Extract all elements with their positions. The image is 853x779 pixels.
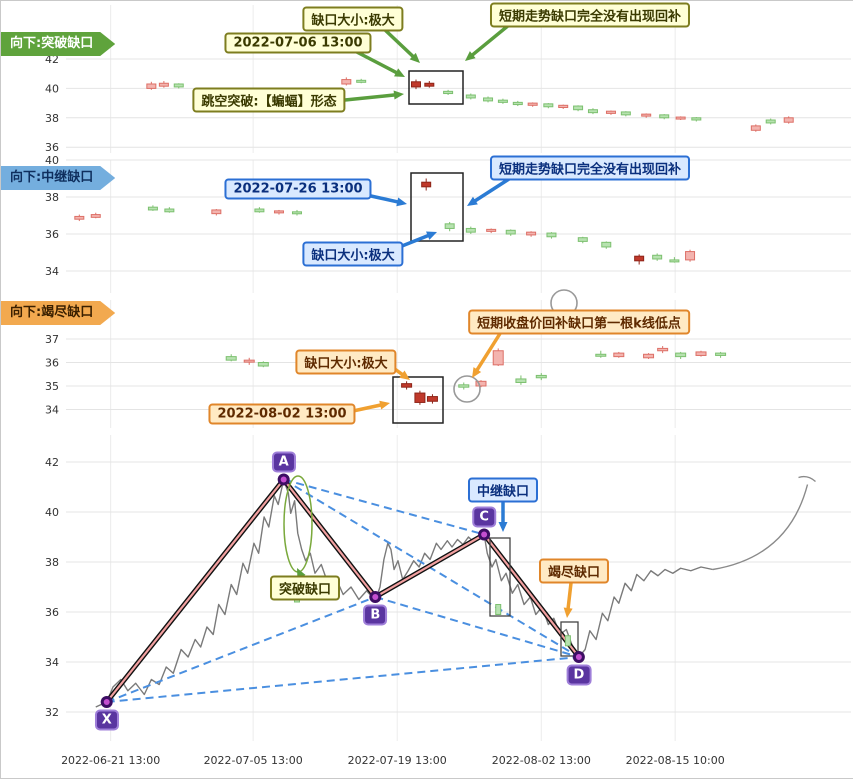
y-tick-label: 38 bbox=[45, 191, 59, 204]
panel-exhaustion-gap: 37 36 35 34 bbox=[1, 296, 853, 431]
y-tick-label: 35 bbox=[45, 380, 59, 393]
x-axis-date-label: 2022-08-02 13:00 bbox=[492, 754, 591, 767]
y-tick-label: 34 bbox=[45, 265, 59, 278]
y-tick-label: 36 bbox=[45, 141, 59, 154]
x-axis-date-label: 2022-06-21 13:00 bbox=[61, 754, 160, 767]
x-axis-date-label: 2022-08-15 10:00 bbox=[626, 754, 725, 767]
y-tick-label: 32 bbox=[45, 706, 59, 719]
y-tick-label: 36 bbox=[45, 357, 59, 370]
y-tick-label: 40 bbox=[45, 506, 59, 519]
y-tick-label: 37 bbox=[45, 333, 59, 346]
y-tick-label: 42 bbox=[45, 456, 59, 469]
y-tick-label: 34 bbox=[45, 404, 59, 417]
banner-breakaway-gap: 向下:突破缺口 bbox=[1, 32, 115, 56]
banner-continuation-gap: 向下:中继缺口 bbox=[1, 166, 115, 190]
x-axis-date-label: 2022-07-19 13:00 bbox=[348, 754, 447, 767]
y-tick-label: 36 bbox=[45, 228, 59, 241]
banner-exhaustion-gap: 向下:竭尽缺口 bbox=[1, 301, 115, 325]
panel-continuation-gap: 40 38 36 34 bbox=[1, 156, 853, 296]
y-tick-label: 38 bbox=[45, 112, 59, 125]
y-tick-label: 38 bbox=[45, 556, 59, 569]
panel-main-overview: 42 40 38 36 34 32 2022-06-21 13:00 2022-07-05 1… bbox=[1, 431, 853, 778]
y-tick-label: 34 bbox=[45, 656, 59, 669]
x-axis-date-label: 2022-07-05 13:00 bbox=[204, 754, 303, 767]
y-tick-label: 36 bbox=[45, 606, 59, 619]
y-tick-label: 40 bbox=[45, 82, 59, 95]
y-tick-label: 40 bbox=[45, 154, 59, 167]
